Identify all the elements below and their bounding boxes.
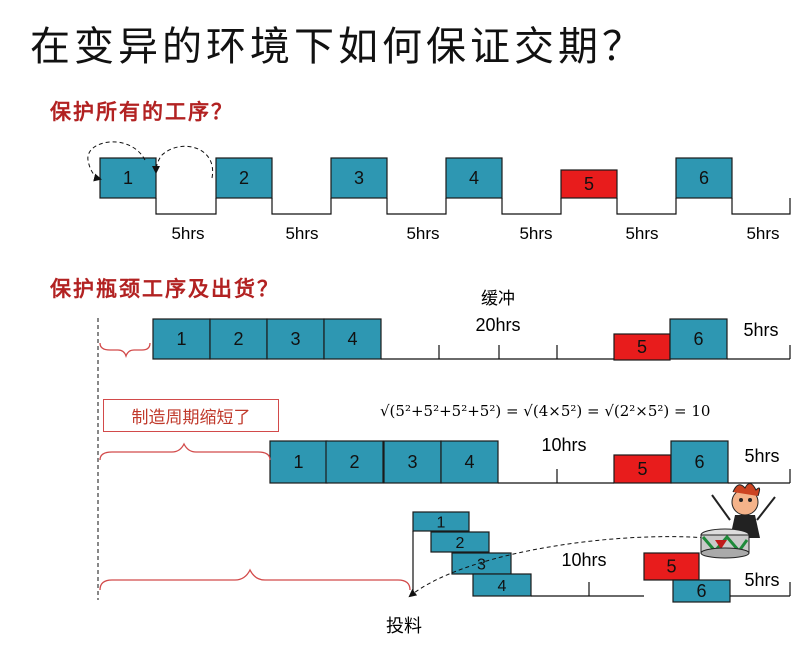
row3-op-3-box-label: 3 xyxy=(477,557,486,574)
row1-op-6-box-label: 6 xyxy=(693,329,703,349)
row3-op-2-box-label: 2 xyxy=(456,535,465,552)
row2-op-4-box xyxy=(440,440,499,484)
op-4-box-label: 4 xyxy=(469,168,479,188)
release-label: 投料 xyxy=(386,616,422,637)
row2-op-6-box-label: 6 xyxy=(694,452,704,472)
row3-op-4-box-label: 4 xyxy=(498,578,507,595)
section1-title: 保护所有的工序？ xyxy=(50,99,234,124)
row1-end-label: 5hrs xyxy=(743,320,778,340)
row3-op-6-box xyxy=(672,579,731,603)
row2-brace xyxy=(99,442,271,461)
row2-op-3-box-label: 3 xyxy=(407,452,417,472)
row1-brace xyxy=(99,342,151,359)
row3-op-2-box xyxy=(430,531,490,553)
row1-op-4-box-label: 4 xyxy=(347,329,357,349)
page-title: 在变异的环境下如何保证交期？ xyxy=(30,24,646,70)
row3-op-1-box-label: 1 xyxy=(437,515,446,532)
cycle-time-reduced-callout: 制造周期缩短了 xyxy=(103,399,279,432)
row2-buffer-label: 10hrs xyxy=(541,435,586,455)
step-line xyxy=(155,198,791,215)
formula: √(5²+5²+5²+5²) = √(4×5²) = √(2²×5²) = 10 xyxy=(380,402,710,420)
op-1-box-label: 1 xyxy=(123,168,133,188)
op-3-box-label: 3 xyxy=(354,168,364,188)
buffer-label-4: 5hrs xyxy=(519,224,552,243)
section2-title: 保护瓶颈工序及出货？ xyxy=(50,276,280,301)
row1-op-3-box xyxy=(266,318,325,360)
drum-rope-arrow xyxy=(408,536,726,598)
row1-op-1-box-label: 1 xyxy=(176,329,186,349)
op-5-box-label: 5 xyxy=(584,174,594,194)
row3-op-1-box xyxy=(412,511,470,532)
row3-op-5-box-label: 5 xyxy=(666,557,676,577)
row2-end-label: 5hrs xyxy=(744,446,779,466)
row3-brace xyxy=(99,568,411,591)
row1-op-2-box-label: 2 xyxy=(233,329,243,349)
row2-op-6-box xyxy=(670,440,729,484)
buffer-label-6: 5hrs xyxy=(746,224,779,243)
row2-op-4-box-label: 4 xyxy=(464,452,474,472)
op-5-box xyxy=(560,169,618,199)
row1-op-1-box xyxy=(152,318,211,360)
row2-op-2-box xyxy=(325,440,384,484)
buffer-hours: 20hrs xyxy=(475,315,520,335)
row3-end-label: 5hrs xyxy=(744,570,779,590)
loop-arrow-2 xyxy=(152,145,214,179)
op-1-box xyxy=(99,157,157,199)
buffer-text: 缓冲 xyxy=(481,289,515,309)
loop-arrow-1 xyxy=(87,141,146,182)
row1-op-5-box-label: 5 xyxy=(637,337,647,357)
row3-buffer-label: 10hrs xyxy=(561,550,606,570)
row3-op-6-box-label: 6 xyxy=(696,581,706,601)
op-4-box xyxy=(445,157,503,199)
op-3-box xyxy=(330,157,388,199)
row2-op-5-box xyxy=(613,454,672,484)
op-2-box-label: 2 xyxy=(239,168,249,188)
buffer-label-3: 5hrs xyxy=(406,224,439,243)
op-6-box xyxy=(675,157,733,199)
row1-op-3-box-label: 3 xyxy=(290,329,300,349)
row2-op-1-box-label: 1 xyxy=(293,452,303,472)
buffer-label-1: 5hrs xyxy=(171,224,204,243)
row2-op-1-box xyxy=(269,440,328,484)
row1-op-6-box xyxy=(669,318,728,360)
buffer-label-2: 5hrs xyxy=(285,224,318,243)
row1-op-5-box xyxy=(613,333,671,361)
row1-op-4-box xyxy=(323,318,382,360)
drummer-icon xyxy=(700,483,776,559)
op-2-box xyxy=(215,157,273,199)
op-6-box-label: 6 xyxy=(699,168,709,188)
row2-op-3-box xyxy=(383,440,442,484)
row3-op-5-box xyxy=(643,552,700,581)
buffer-label-5: 5hrs xyxy=(625,224,658,243)
row2-op-5-box-label: 5 xyxy=(637,459,647,479)
row3-op-4-box xyxy=(472,573,532,597)
row2-op-2-box-label: 2 xyxy=(349,452,359,472)
